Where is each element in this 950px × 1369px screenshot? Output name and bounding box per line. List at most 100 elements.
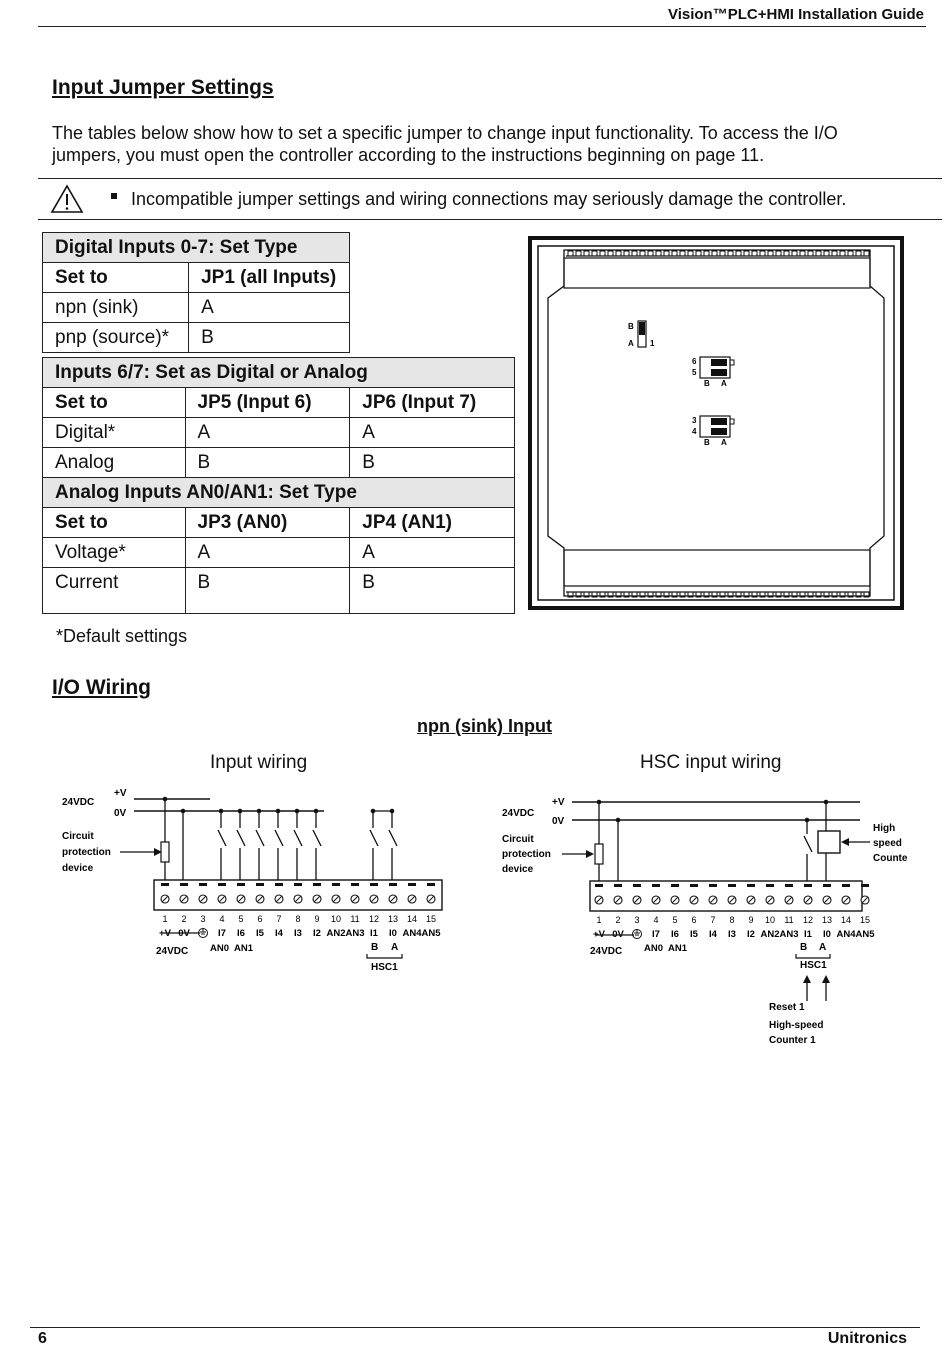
terminal-tab-icon (370, 883, 378, 886)
left-diagram-caption: Input wiring (210, 752, 308, 773)
label-an0: AN0 (644, 943, 663, 954)
label-terminal-24vdc: 24VDC (590, 946, 622, 957)
terminal-tab-icon (823, 884, 831, 887)
terminal-tab-icon (294, 883, 302, 886)
fuse-icon (594, 843, 604, 865)
label-counter: Counter (873, 853, 908, 864)
table-cell: pnp (source)* (41, 322, 190, 353)
terminal-number: 2 (615, 915, 620, 925)
terminal-tab-icon (408, 883, 416, 886)
jp5-jp6-jumper-icon (699, 356, 731, 379)
footer-brand: Unitronics (827, 1330, 907, 1347)
terminal-number: 10 (331, 914, 341, 924)
table-cell: A (349, 417, 515, 448)
terminal-number: 15 (426, 914, 436, 924)
label-device: device (502, 864, 534, 875)
jp1-label-b: B (628, 322, 634, 331)
intro-line-1: The tables below show how to set a speci… (52, 123, 838, 143)
table-title: Analog Inputs AN0/AN1: Set Type (42, 477, 515, 508)
label-an1: AN1 (668, 943, 688, 954)
terminal-tab-icon (256, 883, 264, 886)
label-high: High (873, 823, 895, 834)
warning-rule-top (38, 178, 942, 179)
label-plus-v: +V (114, 788, 127, 799)
terminal-number: 14 (841, 915, 851, 925)
table-cell: Voltage* (42, 537, 186, 568)
table-cell: npn (sink) (41, 292, 190, 323)
table-cell: B (184, 567, 351, 614)
table-cell: B (349, 567, 515, 614)
terminal-name: AN5 (855, 929, 875, 940)
terminal-tab-icon (633, 884, 641, 887)
default-settings-note: *Default settings (56, 626, 188, 646)
terminal-tab-icon (161, 883, 169, 886)
connector-top (566, 250, 870, 257)
table-cell: Digital* (42, 417, 186, 448)
terminal-tab-icon (351, 883, 359, 886)
terminal-name: AN4 (402, 928, 422, 939)
terminal-name: I1 (804, 929, 813, 940)
terminal-name: AN2 (326, 928, 345, 939)
terminal-block (589, 880, 863, 912)
terminal-name: I6 (237, 928, 245, 939)
section-heading-jumpers: Input Jumper Settings (52, 76, 274, 99)
label-an0: AN0 (210, 943, 229, 954)
label-hsc-b: B (800, 942, 807, 953)
terminal-name: AN3 (779, 929, 798, 940)
terminal-name: I0 (389, 928, 397, 939)
terminal-name: AN2 (760, 929, 779, 940)
terminal-number: 15 (860, 915, 870, 925)
terminal-name: I2 (313, 928, 321, 939)
jp34-label-b: B (704, 438, 710, 447)
terminal-number: 7 (276, 914, 281, 924)
label-hsc-a: A (391, 942, 398, 953)
column-header: JP6 (Input 7) (349, 387, 515, 418)
label-protection: protection (62, 847, 111, 858)
board-jumper-diagram: B A 1 6 5 B A 3 4 B A (528, 236, 904, 610)
table-cell: A (188, 292, 350, 323)
terminal-tab-icon (842, 884, 850, 887)
terminal-tab-icon (804, 884, 812, 887)
terminal-name: I6 (671, 929, 679, 940)
terminal-tab-icon (313, 883, 321, 886)
terminal-number: 12 (369, 914, 379, 924)
label-counter-1: Counter 1 (769, 1035, 816, 1046)
warning-rule-bottom (38, 219, 942, 220)
jp56-label-a: A (721, 379, 727, 388)
terminal-name: AN5 (421, 928, 441, 939)
column-header: JP3 (AN0) (184, 507, 351, 538)
label-24vdc: 24VDC (502, 808, 534, 819)
terminal-name: I4 (275, 928, 284, 939)
terminal-name: I7 (652, 929, 660, 940)
column-header: JP1 (all Inputs) (188, 262, 350, 293)
label-device: device (62, 863, 94, 874)
terminal-tab-icon (785, 884, 793, 887)
terminal-tab-icon (595, 884, 603, 887)
table-digital-inputs: Digital Inputs 0-7: Set Type Set to JP1 … (41, 232, 350, 353)
section-heading-wiring: I/O Wiring (52, 676, 151, 699)
jp-label-6: 6 (692, 357, 697, 366)
bullet-icon (111, 193, 117, 199)
right-diagram-caption: HSC input wiring (640, 752, 782, 773)
table-row: Current B B (42, 567, 515, 614)
terminal-name: I5 (690, 929, 699, 940)
label-hsc1: HSC1 (800, 960, 827, 971)
table-cell: A (184, 417, 351, 448)
terminal-tab-icon (427, 883, 435, 886)
column-header: JP5 (Input 6) (184, 387, 351, 418)
terminal-tab-icon (671, 884, 679, 887)
label-24vdc: 24VDC (62, 797, 94, 808)
warning-icon (50, 184, 84, 213)
terminal-tab-icon (199, 883, 207, 886)
terminal-tab-icon (709, 884, 717, 887)
jp-label-5: 5 (692, 368, 697, 377)
jp1-label-1: 1 (650, 339, 655, 348)
terminal-tab-icon (332, 883, 340, 886)
connector-bottom (566, 591, 870, 598)
input-switches (217, 808, 398, 882)
column-header: JP4 (AN1) (349, 507, 515, 538)
terminal-number: 9 (314, 914, 319, 924)
terminal-tab-icon (747, 884, 755, 887)
fuse-icon (160, 841, 170, 863)
hsc-input-wiring-diagram: 24VDC +V 0V Circuit protection device Hi… (502, 797, 908, 1046)
